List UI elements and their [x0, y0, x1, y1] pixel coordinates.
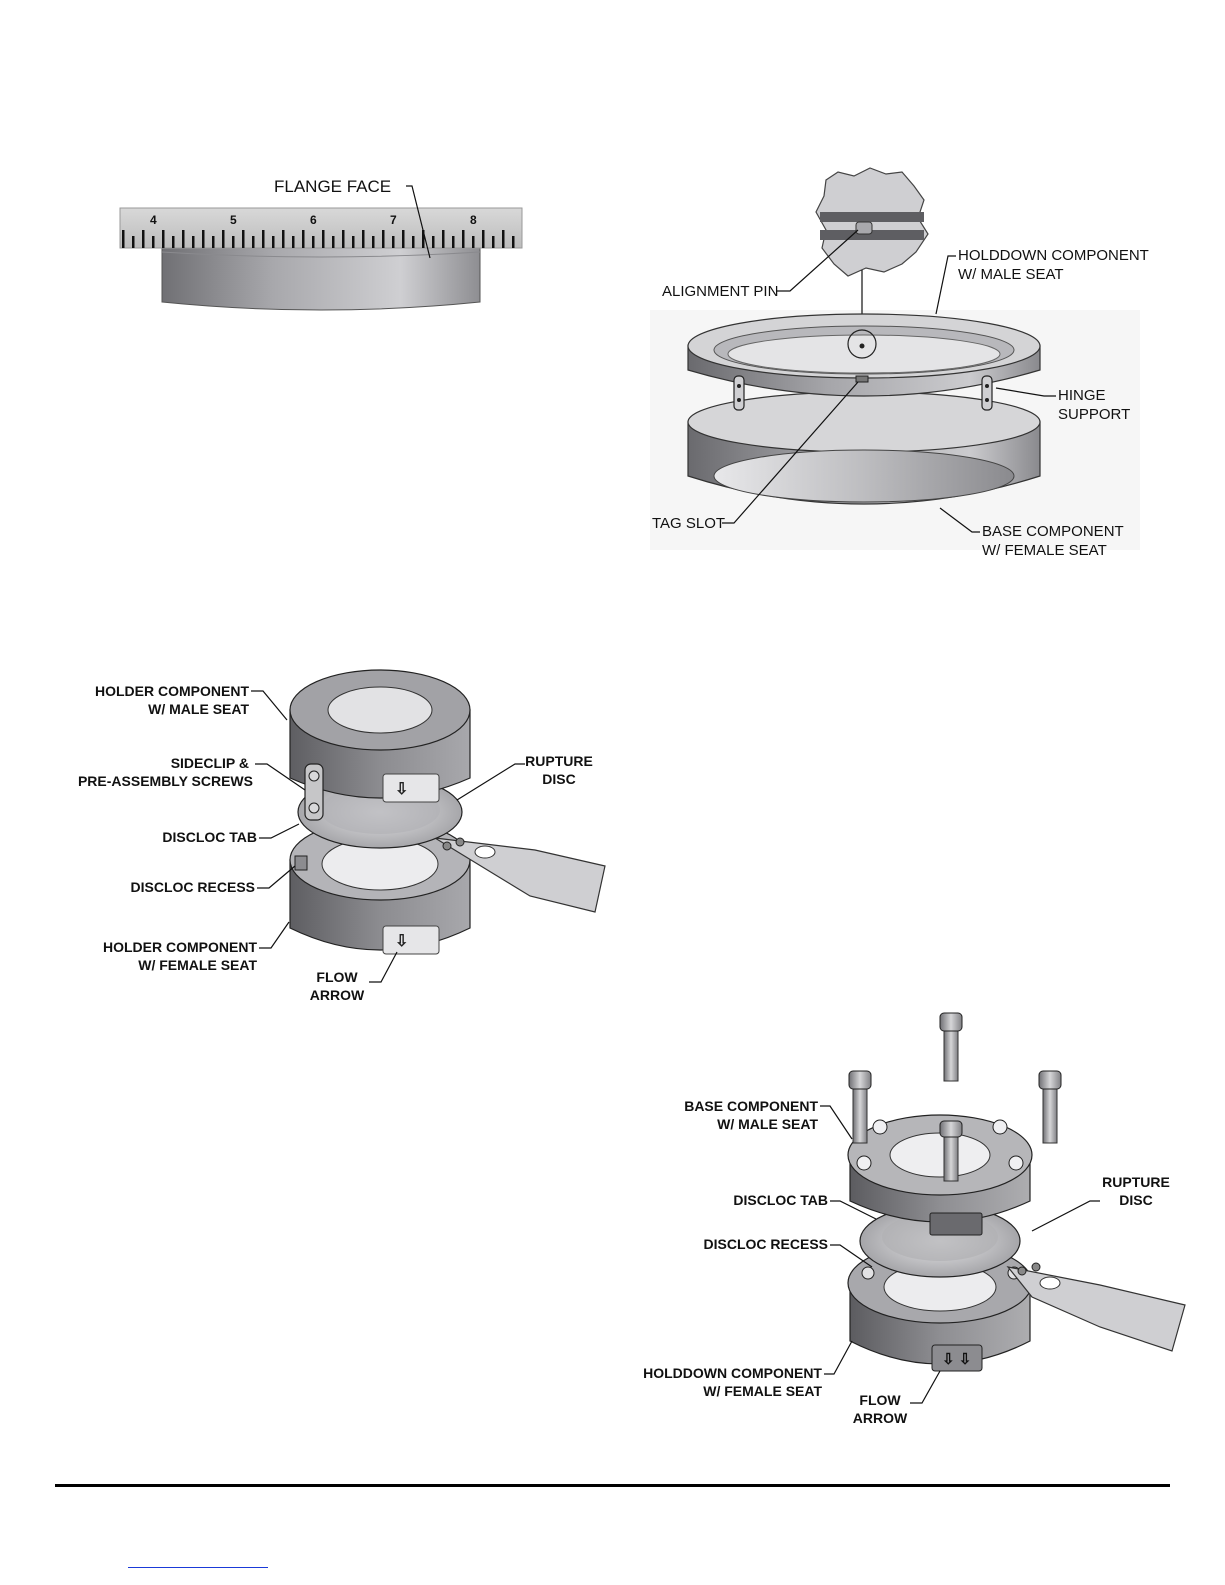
ruler-tick [242, 230, 245, 248]
label-holder-male-line1: HOLDER COMPONENT [95, 683, 249, 699]
ruler-tick [432, 236, 435, 248]
ruler-tick [462, 230, 465, 248]
rupture-disc-tab [1006, 1266, 1186, 1352]
bolt-left [848, 1070, 872, 1144]
figure-holddown-base: ALIGNMENT PIN HOLDDOWN COMPONENT W/ MALE… [650, 167, 1149, 559]
figure-bolted-assembly: ⇩ ⇩ BASE COMPONENT W/ MALE SEAT DISCLOC … [643, 1012, 1186, 1426]
ruler-tick [222, 230, 225, 248]
label-sideclip-line2: PRE-ASSEMBLY SCREWS [78, 773, 253, 789]
label-base-male-line1: BASE COMPONENT [684, 1098, 818, 1114]
ruler-tick [142, 230, 145, 248]
leader-flange-face [406, 185, 431, 259]
label-rupture-disc-line1: RUPTURE [1102, 1174, 1170, 1190]
ruler-tick [252, 236, 255, 248]
ruler-tick [202, 230, 205, 248]
ruler-tick [122, 230, 125, 248]
label-base-male-line2: W/ MALE SEAT [717, 1116, 818, 1132]
ruler-tick [402, 230, 405, 248]
label-base-line2: W/ FEMALE SEAT [982, 542, 1107, 559]
ruler-tick [312, 236, 315, 248]
label-flow-arrow-line1: FLOW [316, 969, 358, 985]
label-holder-female-line1: HOLDER COMPONENT [103, 939, 257, 955]
ruler-tick [512, 236, 515, 248]
label-flange-face: FLANGE FACE [274, 177, 391, 196]
ruler-number-7: 7 [390, 213, 397, 227]
ruler-tick [172, 236, 175, 248]
flow-arrow-plate-upper [382, 773, 440, 803]
label-sideclip-line1: SIDECLIP & [171, 755, 249, 771]
label-holddown-line1: HOLDDOWN COMPONENT [958, 247, 1149, 264]
label-hinge-line1: HINGE [1058, 387, 1106, 404]
ruler-tick [392, 236, 395, 248]
ruler-tick [292, 236, 295, 248]
flange-ring [161, 247, 481, 311]
ruler-tick [182, 230, 185, 248]
label-flow-arrow-line1: FLOW [859, 1392, 901, 1408]
ruler-tick [232, 236, 235, 248]
flow-arrow-block [931, 1344, 983, 1372]
ruler-tick [442, 230, 445, 248]
label-holder-male-line2: W/ MALE SEAT [148, 701, 249, 717]
ruler-tick [192, 236, 195, 248]
ruler-tick [492, 236, 495, 248]
footer-link-underline[interactable] [128, 1567, 268, 1568]
label-hinge-line2: SUPPORT [1058, 406, 1130, 423]
ruler-number-6: 6 [310, 213, 317, 227]
ruler-tick [212, 236, 215, 248]
ruler-tick [322, 230, 325, 248]
label-holder-female-line2: W/ FEMALE SEAT [138, 957, 257, 973]
svg-text:⇩: ⇩ [395, 933, 408, 950]
footer-rule [55, 1484, 1170, 1487]
hinge-support-left [733, 375, 745, 411]
ruler-tick [472, 236, 475, 248]
bolt-center [939, 1120, 963, 1182]
bolt-right [1038, 1070, 1062, 1144]
label-rupture-disc-line2: DISC [1119, 1192, 1152, 1208]
ruler-tick [412, 236, 415, 248]
label-discloc-recess: DISCLOC RECESS [131, 879, 255, 895]
label-flow-arrow-line2: ARROW [310, 987, 365, 1003]
label-discloc-tab: DISCLOC TAB [733, 1192, 828, 1208]
label-flow-arrow-line2: ARROW [853, 1410, 908, 1426]
ruler-tick [352, 236, 355, 248]
ruler-tick [452, 236, 455, 248]
ruler-tick [382, 230, 385, 248]
hinge-support-right [981, 375, 993, 411]
label-rupture-disc-line2: DISC [542, 771, 575, 787]
ruler-tick [162, 230, 165, 248]
ruler-tick [372, 236, 375, 248]
label-holddown-line2: W/ MALE SEAT [958, 266, 1064, 283]
label-rupture-disc-line1: RUPTURE [525, 753, 593, 769]
svg-text:⇩: ⇩ [395, 781, 408, 798]
ruler-tick [422, 230, 425, 248]
ruler-tick [502, 230, 505, 248]
ruler-tick [262, 230, 265, 248]
label-base-line1: BASE COMPONENT [982, 523, 1124, 540]
flow-arrow-plate-lower [382, 925, 440, 955]
label-alignment-pin: ALIGNMENT PIN [662, 283, 778, 300]
ruler-tick [332, 236, 335, 248]
ruler-tick [152, 236, 155, 248]
ruler-number-5: 5 [230, 213, 237, 227]
ruler-tick [362, 230, 365, 248]
label-tag-slot: TAG SLOT [652, 515, 725, 532]
ruler-tick [302, 230, 305, 248]
ruler-ticks [122, 230, 515, 248]
ruler-tick [272, 236, 275, 248]
svg-text:⇩ ⇩: ⇩ ⇩ [942, 1351, 971, 1368]
ruler-number-8: 8 [470, 213, 477, 227]
figure-holder-assembly: ⇩ ⇩ HOLDER COMPONENT W/ MALE SEAT SIDECL… [78, 669, 606, 1003]
ruler-tick [482, 230, 485, 248]
label-discloc-recess: DISCLOC RECESS [704, 1236, 828, 1252]
label-holddown-female-line2: W/ FEMALE SEAT [703, 1383, 822, 1399]
ruler [119, 207, 523, 249]
ruler-tick [282, 230, 285, 248]
ruler-number-4: 4 [150, 213, 157, 227]
bolt-top [939, 1012, 963, 1082]
ruler-tick [342, 230, 345, 248]
ruler-tick [132, 236, 135, 248]
figure-flange-ruler: 4 5 6 7 8 FLANGE FACE [119, 177, 523, 311]
label-holddown-female-line1: HOLDDOWN COMPONENT [643, 1365, 822, 1381]
label-discloc-tab: DISCLOC TAB [162, 829, 257, 845]
